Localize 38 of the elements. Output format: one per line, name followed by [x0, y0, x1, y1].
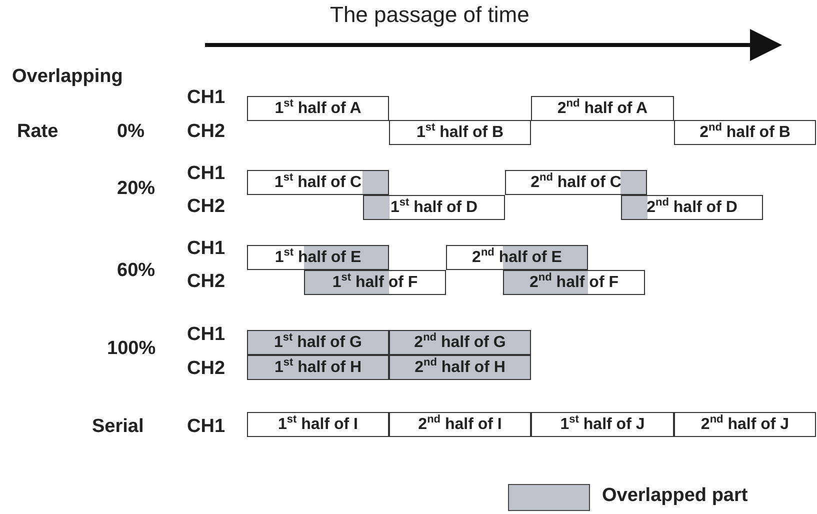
axis-label: The passage of time — [330, 2, 530, 28]
time-slot-bar: 2$^{nd}$ half of E — [446, 245, 588, 270]
row-label: Overlapping — [12, 66, 123, 88]
time-slot-bar: 2$^{nd}$ half of A — [531, 96, 674, 121]
time-slot-bar: 1$^{st}$ half of D — [363, 195, 505, 220]
row-label: CH1 — [187, 163, 226, 185]
time-slot-bar: 2$^{nd}$ half of D — [621, 195, 763, 220]
time-slot-bar: 1$^{st}$ half of A — [247, 96, 389, 121]
row-label: 0% — [117, 121, 144, 143]
time-slot-bar: 1$^{st}$ half of G — [247, 330, 389, 355]
row-label: 100% — [107, 338, 156, 360]
row-label: CH2 — [187, 271, 226, 293]
time-slot-bar: 1$^{st}$ half of I — [247, 412, 389, 437]
row-label: CH2 — [187, 358, 226, 380]
time-slot-bar: 2$^{nd}$ half of C — [505, 170, 647, 195]
row-label: CH2 — [187, 196, 226, 218]
time-slot-bar: 2$^{nd}$ half of B — [674, 120, 816, 145]
legend-label: Overlapped part — [602, 485, 748, 507]
time-slot-bar: 2$^{nd}$ half of I — [389, 412, 531, 437]
row-label: 60% — [117, 260, 156, 282]
time-slot-bar: 2$^{nd}$ half of G — [389, 330, 531, 355]
time-slot-bar: 1$^{st}$ half of J — [531, 412, 674, 437]
time-slot-bar: 2$^{nd}$ half of F — [503, 270, 645, 295]
time-slot-bar: 1$^{st}$ half of B — [389, 120, 531, 145]
row-label: Serial — [92, 416, 144, 438]
row-label: CH1 — [187, 238, 226, 260]
time-slot-bar: 1$^{st}$ half of E — [247, 245, 389, 270]
row-label: CH1 — [187, 416, 226, 438]
row-label: CH1 — [187, 324, 226, 346]
row-label: 20% — [117, 178, 156, 200]
row-label: CH2 — [187, 121, 226, 143]
time-slot-bar: 2$^{nd}$ half of H — [389, 355, 531, 380]
row-label: Rate — [17, 121, 58, 143]
time-slot-bar: 1$^{st}$ half of F — [304, 270, 446, 295]
time-slot-bar: 1$^{st}$ half of C — [247, 170, 389, 195]
time-slot-bar: 1$^{st}$ half of H — [247, 355, 389, 380]
row-label: CH1 — [187, 87, 226, 109]
time-slot-bar: 2$^{nd}$ half of J — [674, 412, 816, 437]
